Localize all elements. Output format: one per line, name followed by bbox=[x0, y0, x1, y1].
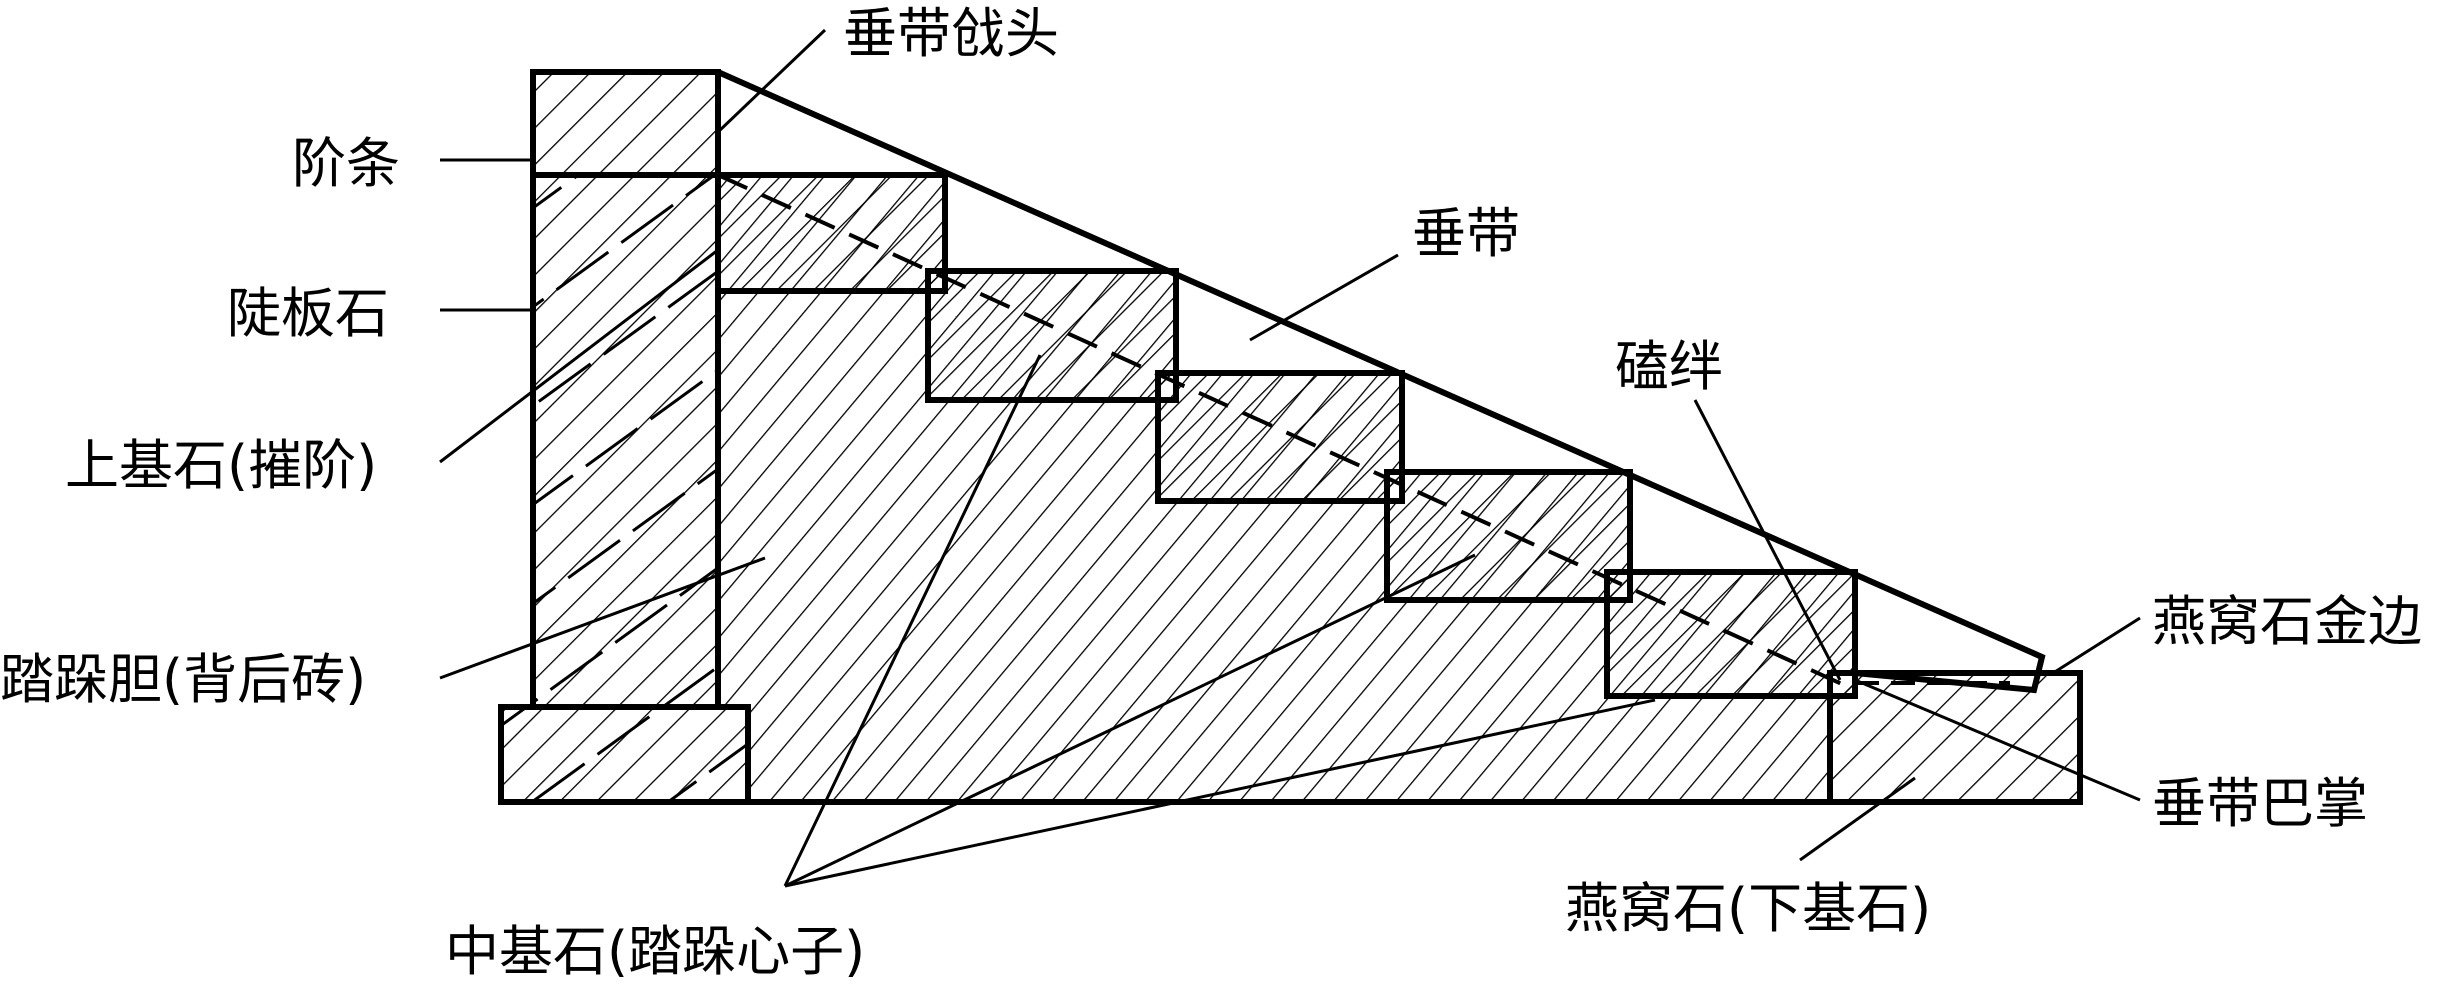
step-curb bbox=[530, 69, 721, 178]
leader-chuidai bbox=[1249, 253, 1399, 342]
step-block-3 bbox=[1155, 370, 1405, 504]
leader-jinbian bbox=[2049, 616, 2141, 677]
step-block-2 bbox=[925, 268, 1179, 403]
left-base-stone-dash-hatch bbox=[504, 710, 745, 799]
leader-yanwoshi bbox=[1799, 776, 1916, 862]
label-kepan: 磕绊 bbox=[1615, 335, 1723, 398]
label-jietiao: 阶条 bbox=[292, 132, 400, 195]
riser-slab-dash-hatch bbox=[536, 178, 715, 704]
label-taduodan: 踏跺胆(背后砖) bbox=[0, 648, 366, 711]
label-zhongjishi: 中基石(踏跺心子) bbox=[445, 920, 865, 983]
step-block-1 bbox=[715, 172, 948, 294]
label-yanwoshi: 燕窝石(下基石) bbox=[1565, 877, 1931, 940]
label-chuidai-bazhang: 垂带巴掌 bbox=[2152, 772, 2368, 835]
leader-kepan bbox=[1693, 399, 1842, 681]
leader-zhongjishi-1 bbox=[783, 354, 1042, 887]
balustrade-dashed-line bbox=[717, 173, 1856, 692]
label-doubanshi: 陡板石 bbox=[227, 282, 389, 345]
label-chuidai: 垂带 bbox=[1412, 202, 1520, 265]
leader-taduodan bbox=[439, 556, 766, 680]
label-yanwoshi-jinbian: 燕窝石金边 bbox=[2152, 590, 2422, 653]
leader-lines bbox=[439, 28, 2141, 888]
leader-bazhang bbox=[1854, 678, 2141, 802]
label-chuidai-qiangtou: 垂带戗头 bbox=[843, 2, 1059, 65]
leader-zhongjishi-2 bbox=[784, 553, 1476, 888]
leader-zhongjishi-3 bbox=[784, 698, 1656, 888]
step-block-4 bbox=[1384, 469, 1633, 603]
leader-shangjishi bbox=[439, 248, 719, 464]
swallow-nest-stone bbox=[1827, 670, 2083, 805]
label-shangjishi: 上基石(摧阶) bbox=[65, 434, 377, 497]
leader-chuitou bbox=[716, 28, 827, 134]
